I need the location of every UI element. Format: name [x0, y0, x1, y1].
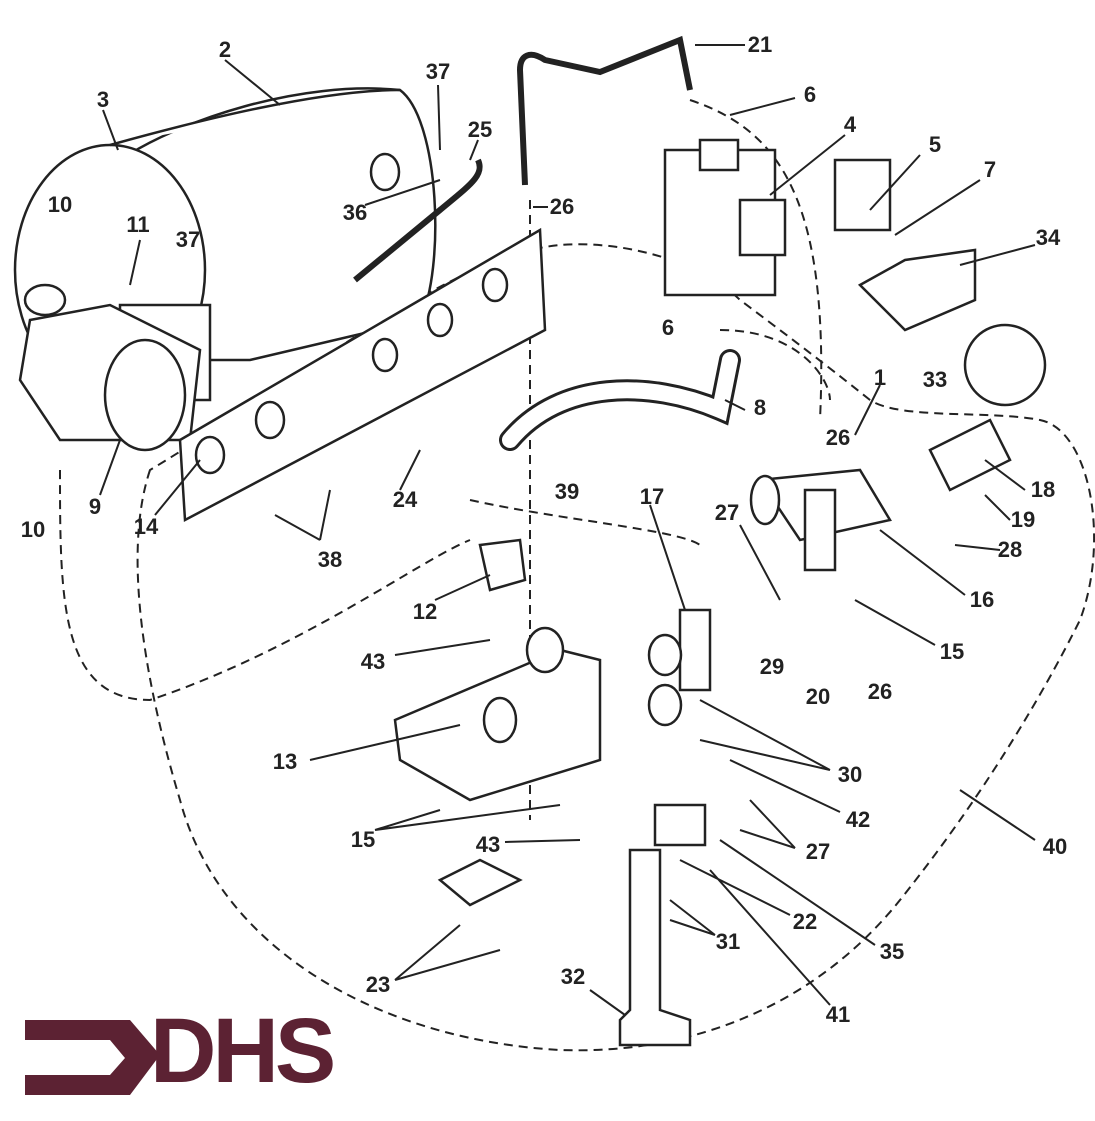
part-label: 26	[867, 679, 893, 704]
part-label: 5	[928, 132, 942, 157]
part-label: 25	[467, 117, 493, 142]
part-label: 42	[845, 807, 871, 832]
part-label: 16	[969, 587, 995, 612]
dashed-boundary	[136, 243, 1095, 1052]
part-label: 43	[475, 832, 501, 857]
part-label: 36	[342, 200, 368, 225]
part-label: 39	[554, 479, 580, 504]
part-label: 11	[126, 212, 150, 237]
part-label: 15	[939, 639, 965, 664]
part-label: 9	[88, 494, 102, 519]
dashed-line	[59, 469, 471, 702]
part-label: 19	[1010, 507, 1036, 532]
part-5	[833, 158, 892, 232]
part-label: 37	[175, 227, 201, 252]
part-label: 3	[96, 87, 110, 112]
part-label: 17	[639, 484, 665, 509]
part-label: 38	[317, 547, 343, 572]
part-label: 29	[759, 654, 785, 679]
logo-arrow-icon	[25, 1020, 160, 1095]
part-label: 4	[843, 112, 857, 137]
part-label: 14	[133, 514, 159, 539]
logo: DHS	[150, 1000, 336, 1102]
part-label: 43	[360, 649, 386, 674]
part-label: 26	[549, 194, 575, 219]
part-label: 37	[425, 59, 451, 84]
pipe-21	[516, 35, 693, 186]
part-label: 20	[805, 684, 831, 709]
part-label: 40	[1042, 834, 1068, 859]
part-label: 35	[879, 939, 905, 964]
part-label: 31	[715, 929, 741, 954]
part-label: 6	[803, 82, 817, 107]
part-label: 32	[560, 964, 586, 989]
part-label: 30	[837, 762, 863, 787]
part-32	[618, 848, 692, 1047]
part-label: 18	[1030, 477, 1056, 502]
part-label: 2	[218, 37, 232, 62]
pump	[18, 283, 212, 452]
pipe-25-36	[353, 158, 483, 283]
part-label: 7	[983, 157, 997, 182]
part-label: 6	[661, 315, 675, 340]
manifold-13	[393, 626, 602, 802]
leader-lines	[99, 44, 1036, 1016]
part-35	[653, 803, 707, 847]
part-label: 24	[392, 487, 418, 512]
part-label: 27	[714, 500, 740, 525]
part-label: 10	[20, 517, 46, 542]
part-label: 10	[47, 192, 73, 217]
part-label: 41	[825, 1002, 851, 1027]
part-label: 23	[365, 972, 391, 997]
part-17-30	[647, 608, 712, 727]
part-label: 13	[272, 749, 298, 774]
plate-23	[437, 858, 523, 907]
part-12	[478, 538, 527, 592]
part-label: 26	[825, 425, 851, 450]
part-label: 8	[753, 395, 767, 420]
part-label: 22	[792, 909, 818, 934]
part-label: 34	[1035, 225, 1061, 250]
part-33	[963, 323, 1047, 407]
part-label: 1	[873, 365, 887, 390]
part-label: 12	[412, 599, 438, 624]
part-label: 21	[747, 32, 773, 57]
part-label: 33	[922, 367, 948, 392]
bracket	[178, 227, 547, 523]
manifold-16	[749, 468, 892, 572]
plate-34	[857, 248, 977, 332]
dashed-line	[469, 99, 831, 820]
part-label: 28	[997, 537, 1023, 562]
gas-valve	[663, 138, 787, 297]
fitting-18	[928, 418, 1012, 492]
part-label: 15	[350, 827, 376, 852]
part-label: 27	[805, 839, 831, 864]
